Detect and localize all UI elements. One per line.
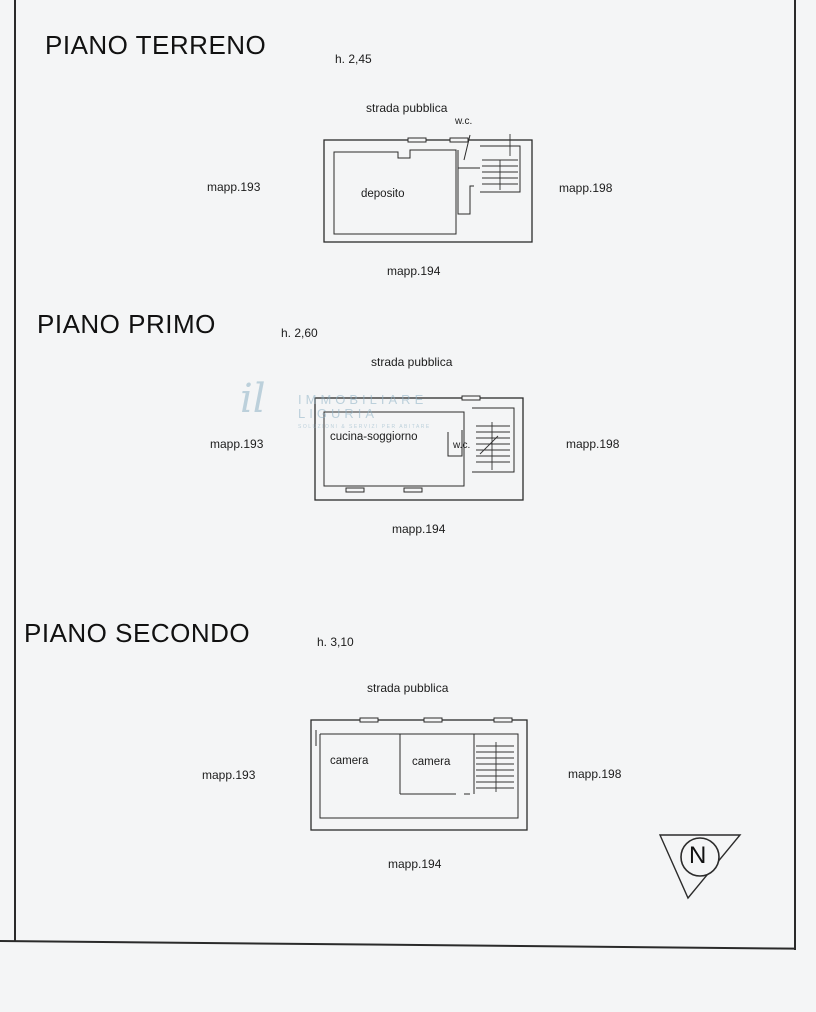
- road-label-terreno: strada pubblica: [366, 101, 448, 115]
- room-label-cucina-soggiorno: cucina-soggiorno: [330, 431, 418, 443]
- stair-terreno: [482, 134, 518, 190]
- watermark-line1: IMMOBILIARE: [298, 392, 428, 407]
- floor-height-primo: h. 2,60: [281, 326, 318, 340]
- mapp-left-terreno: mapp.193: [207, 180, 261, 194]
- stair-secondo: [476, 742, 514, 792]
- plan-secondo: [310, 717, 528, 831]
- plan-primo: [314, 395, 524, 501]
- watermark-line3: SOLUZIONI & SERVIZI PER ABITARE: [298, 424, 431, 430]
- mapp-bottom-secondo: mapp.194: [388, 857, 442, 871]
- stair-primo: [476, 422, 510, 470]
- mapp-right-primo: mapp.198: [566, 437, 620, 451]
- room-label-wc-terreno: w.c.: [455, 116, 473, 127]
- mapp-left-secondo: mapp.193: [202, 768, 256, 782]
- room-label-camera-1: camera: [330, 755, 369, 767]
- plan-terreno: [323, 134, 533, 243]
- mapp-bottom-terreno: mapp.194: [387, 264, 441, 278]
- floor-title-secondo: PIANO SECONDO: [24, 618, 251, 648]
- mapp-left-primo: mapp.193: [210, 437, 264, 451]
- floor-title-primo: PIANO PRIMO: [37, 309, 216, 339]
- frame-bottom-line: [0, 940, 796, 950]
- room-label-deposito: deposito: [361, 188, 405, 200]
- mapp-right-secondo: mapp.198: [568, 767, 622, 781]
- floor-height-secondo: h. 3,10: [317, 635, 354, 649]
- floor-height-terreno: h. 2,45: [335, 52, 372, 66]
- watermark-logo: il: [240, 376, 266, 422]
- frame-right-line: [794, 0, 796, 950]
- room-label-camera-2: camera: [412, 756, 451, 768]
- road-label-secondo: strada pubblica: [367, 681, 449, 695]
- north-arrow-icon: [658, 834, 742, 900]
- mapp-right-terreno: mapp.198: [559, 181, 613, 195]
- mapp-bottom-primo: mapp.194: [392, 522, 446, 536]
- road-label-primo: strada pubblica: [371, 355, 453, 369]
- watermark-line2: LIGURIA: [298, 406, 379, 421]
- north-arrow-letter: N: [689, 842, 707, 869]
- floor-title-terreno: PIANO TERRENO: [45, 30, 267, 60]
- frame-left-line: [14, 0, 16, 942]
- room-label-wc-primo: w.c.: [453, 440, 471, 451]
